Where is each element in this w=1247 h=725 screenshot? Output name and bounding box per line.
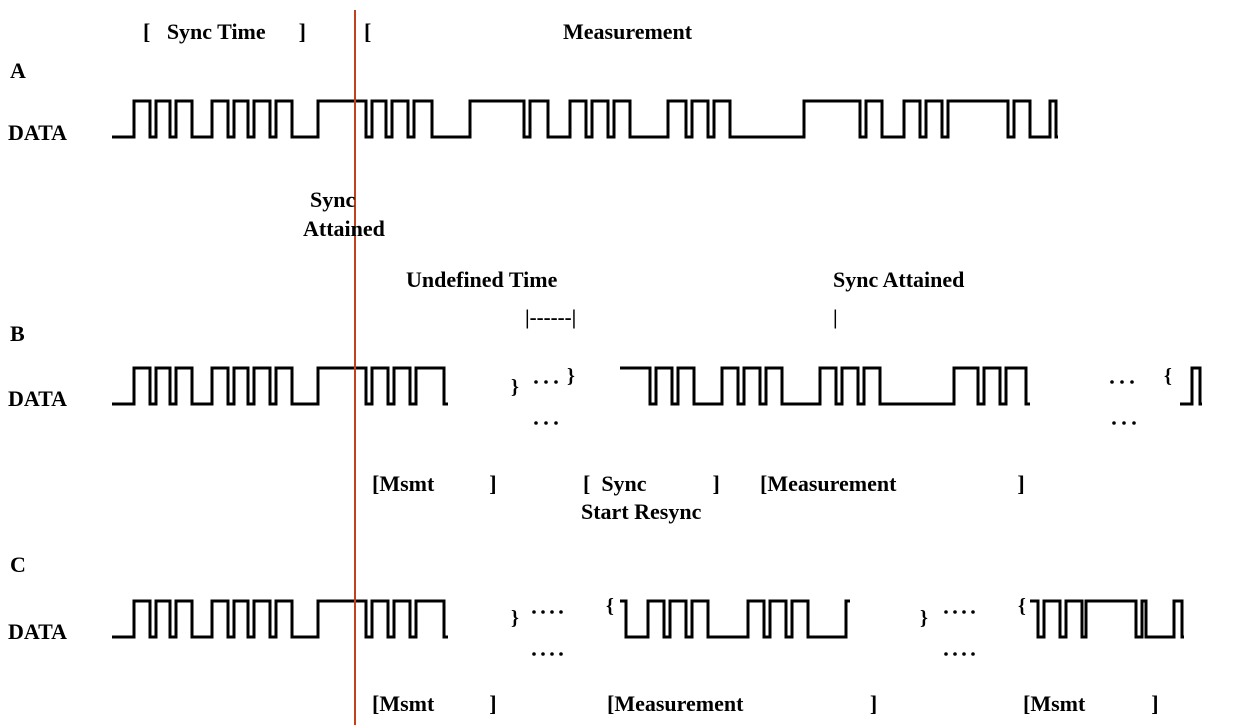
row-c-brace-3: } [920,607,928,629]
undefined-time-bracket: |------| [525,305,577,329]
row-c-brace-2: { [606,595,614,617]
c-measurement-span: [Measurement ] [607,691,878,716]
row-a-letter: A [10,58,26,83]
measurement-label: Measurement [563,19,693,44]
row-c-brace-4: { [1018,595,1026,617]
row-b-waveform-2 [620,366,1030,406]
row-b-dots-tail-lower [1112,421,1136,425]
sync-attained-line2: Attained [303,216,385,241]
row-c-dots-lower-2 [944,652,975,656]
row-b-waveform-1 [112,366,448,406]
row-b-dots-tail-upper [1110,380,1134,384]
row-b-waveform-3 [1180,366,1202,406]
row-b-letter: B [10,321,25,346]
c-msmt-span-2: [Msmt ] [1023,691,1159,716]
row-b-dots-lower [534,421,558,425]
sync-attained-b-tick: | [833,305,838,329]
start-resync-label: Start Resync [581,499,702,524]
row-c-waveform-1 [112,599,448,639]
row-c-dots-upper [532,610,563,614]
row-b-dots-upper [534,380,558,384]
c-msmt-span-1: [Msmt ] [372,691,497,716]
row-a-data-label: DATA [8,120,68,145]
row-b-data-label: DATA [8,386,68,411]
b-measurement-span: [Measurement ] [760,471,1025,496]
sync-attained-line1: Sync [310,187,356,212]
b-sync-span: [ Sync ] [583,471,720,496]
sync-attained-b-label: Sync Attained [833,267,965,292]
row-c-dots-upper-2 [944,610,975,614]
b-msmt-span: [Msmt ] [372,471,497,496]
row-b-brace-1: } [511,376,519,398]
row-c-brace-1: } [511,607,519,629]
row-c-dots-lower [532,652,563,656]
waveforms [112,99,1202,639]
measurement-open-bracket: [ [364,19,372,44]
row-c-waveform-2 [620,599,850,639]
row-c-letter: C [10,552,26,577]
row-b-brace-2: } [567,365,575,387]
row-b-brace-3: { [1164,365,1172,387]
undefined-time-label: Undefined Time [406,267,558,292]
sync-time-label: [ Sync Time ] [143,19,306,44]
row-a-waveform [112,99,1058,139]
row-c-waveform-3 [1030,599,1184,639]
resync-dots: }} {} {} { [511,365,1172,656]
row-c-data-label: DATA [8,619,68,644]
